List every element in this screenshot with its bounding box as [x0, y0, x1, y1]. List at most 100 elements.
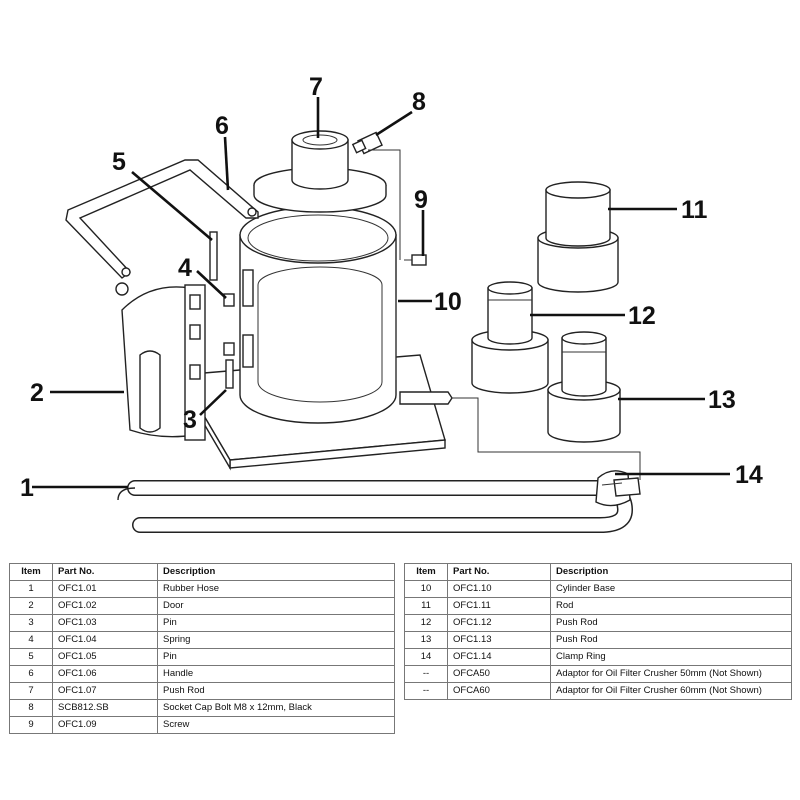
header-description: Description	[550, 563, 792, 581]
cell-part-no: OFC1.12	[447, 614, 551, 632]
header-part-no: Part No.	[52, 563, 158, 581]
cell-item: --	[404, 665, 448, 683]
cell-description: Screw	[157, 716, 395, 734]
callout-10: 10	[434, 288, 462, 316]
header-item: Item	[404, 563, 448, 581]
cell-part-no: OFC1.02	[52, 597, 158, 615]
callout-12: 12	[628, 302, 656, 330]
callout-14: 14	[735, 461, 763, 489]
cell-description: Spring	[157, 631, 395, 649]
cell-description: Adaptor for Oil Filter Crusher 60mm (Not…	[550, 682, 792, 700]
cell-description: Clamp Ring	[550, 648, 792, 666]
table-header-row: Item Part No. Description	[9, 563, 395, 581]
cell-part-no: SCB812.SB	[52, 699, 158, 717]
header-item: Item	[9, 563, 53, 581]
cell-item: 10	[404, 580, 448, 598]
callout-9: 9	[414, 186, 428, 214]
cell-item: 13	[404, 631, 448, 649]
cell-part-no: OFC1.09	[52, 716, 158, 734]
cell-item: 1	[9, 580, 53, 598]
top-plate-push-rod	[253, 130, 387, 213]
callout-1: 1	[20, 474, 34, 502]
cell-part-no: OFC1.13	[447, 631, 551, 649]
rubber-hose	[117, 480, 634, 533]
cell-description: Handle	[157, 665, 395, 683]
cell-item: 2	[9, 597, 53, 615]
header-part-no: Part No.	[447, 563, 551, 581]
cell-description: Rod	[550, 597, 792, 615]
cell-description: Pin	[157, 614, 395, 632]
callout-4: 4	[178, 254, 192, 282]
cell-part-no: OFC1.04	[52, 631, 158, 649]
pin-5	[209, 231, 218, 281]
pin-3	[225, 359, 234, 389]
cell-part-no: OFC1.11	[447, 597, 551, 615]
cell-part-no: OFC1.06	[52, 665, 158, 683]
cell-item: --	[404, 682, 448, 700]
base-nozzle	[399, 391, 641, 480]
table-header-row: Item Part No. Description	[404, 563, 792, 581]
header-description: Description	[157, 563, 395, 581]
spring-4	[223, 293, 235, 356]
cell-part-no: OFC1.03	[52, 614, 158, 632]
cell-description: Rubber Hose	[157, 580, 395, 598]
cell-item: 9	[9, 716, 53, 734]
clamp-ring	[595, 470, 641, 507]
cylinder-part	[239, 206, 397, 424]
callout-8: 8	[412, 88, 426, 116]
cell-description: Push Rod	[550, 631, 792, 649]
leader-lines	[32, 97, 730, 489]
cell-item: 11	[404, 597, 448, 615]
callout-3: 3	[183, 406, 197, 434]
exploded-parts-diagram: 1 2 3 4 5 6 7 8 9 10 11 12 13 14	[20, 73, 763, 533]
cell-description: Door	[157, 597, 395, 615]
cell-description: Pin	[157, 648, 395, 666]
cell-item: 8	[9, 699, 53, 717]
cell-description: Push Rod	[550, 614, 792, 632]
cell-part-no: OFC1.10	[447, 580, 551, 598]
push-rod-13	[547, 331, 621, 443]
handle-frame	[65, 159, 259, 279]
cell-description: Adaptor for Oil Filter Crusher 50mm (Not…	[550, 665, 792, 683]
cell-item: 6	[9, 665, 53, 683]
screw-part	[404, 254, 427, 266]
cell-item: 14	[404, 648, 448, 666]
cell-item: 7	[9, 682, 53, 700]
cell-item: 4	[9, 631, 53, 649]
rod-11	[537, 181, 619, 293]
callout-5: 5	[112, 148, 126, 176]
callout-13: 13	[708, 386, 736, 414]
door-part	[121, 284, 206, 441]
cell-part-no: OFCA60	[447, 682, 551, 700]
callout-6: 6	[215, 112, 229, 140]
cell-item: 5	[9, 648, 53, 666]
cell-description: Cylinder Base	[550, 580, 792, 598]
callout-7: 7	[309, 73, 323, 101]
cell-description: Socket Cap Bolt M8 x 12mm, Black	[157, 699, 395, 717]
cell-part-no: OFC1.14	[447, 648, 551, 666]
cell-part-no: OFC1.07	[52, 682, 158, 700]
cell-part-no: OFC1.01	[52, 580, 158, 598]
cell-part-no: OFCA50	[447, 665, 551, 683]
callout-11: 11	[681, 196, 708, 224]
socket-cap-bolt	[351, 131, 401, 260]
cell-item: 12	[404, 614, 448, 632]
